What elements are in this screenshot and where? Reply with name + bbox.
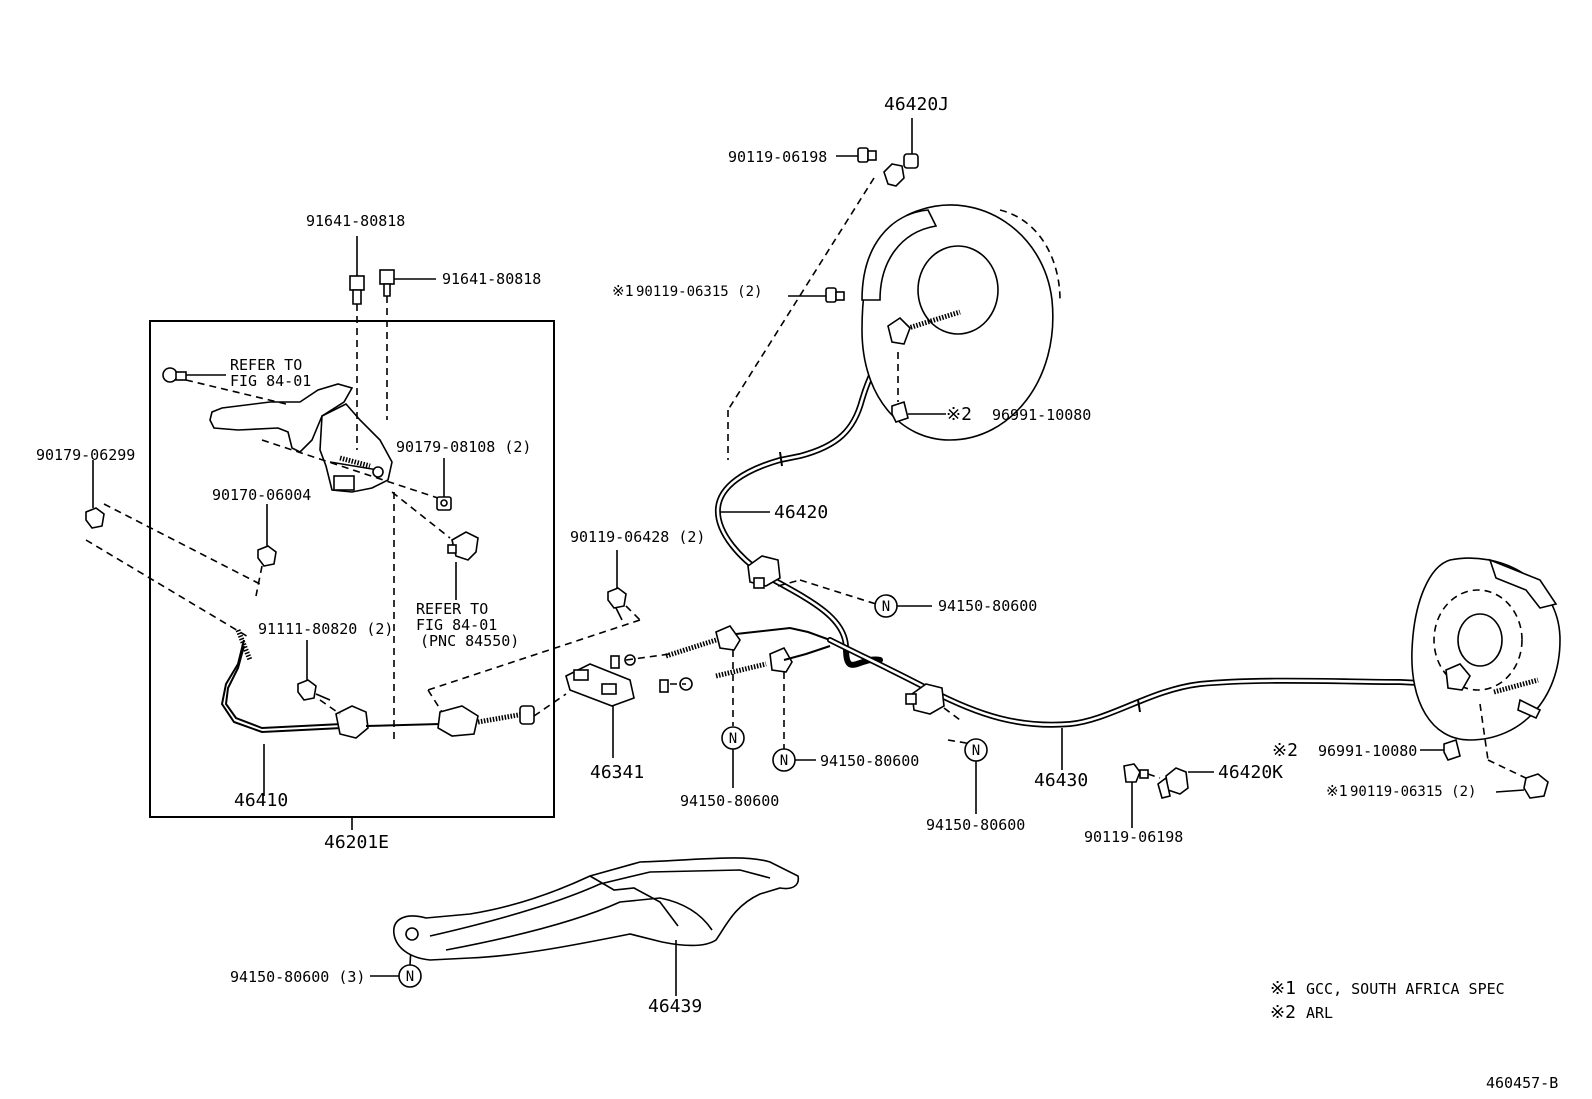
note1-marker-legend: ※1 (1270, 978, 1296, 999)
brake-backing-plate-upper (861, 204, 1061, 441)
bolt-90119-06198-bottom (1123, 763, 1149, 783)
bolt-91641-80818-a (349, 275, 365, 305)
clip-96991-10080-bottom (1443, 738, 1461, 761)
svg-text:N: N (882, 599, 890, 615)
label-46201e: 46201E (324, 832, 389, 853)
label-fig-84-01-1: FIG 84-01 (230, 372, 311, 390)
label-90119-06428: 90119-06428 (2) (570, 528, 705, 546)
brake-backing-plate-lower (1411, 557, 1561, 741)
label-94150-80600-b: 94150-80600 (680, 792, 779, 810)
note2-marker-bottom: ※2 (1272, 740, 1298, 761)
label-90119-06198-top: 90119-06198 (728, 148, 827, 166)
heat-shield-46439 (393, 857, 800, 961)
note2-marker-top: ※2 (946, 404, 972, 425)
assembly-46201e-frame (149, 320, 555, 818)
bracket-46420k (1157, 767, 1189, 799)
svg-text:N: N (729, 731, 737, 747)
label-91641-80818-b: 91641-80818 (442, 270, 541, 288)
label-46420: 46420 (774, 502, 828, 523)
bolt-90119-06428 (607, 587, 627, 621)
bolt-90170-06004 (257, 545, 277, 567)
label-91641-80818-a: 91641-80818 (306, 212, 405, 230)
label-90179-08108: 90179-08108 (2) (396, 438, 531, 456)
note2-marker-legend: ※2 (1270, 1002, 1296, 1023)
label-90119-06315-bottom: 90119-06315 (2) (1350, 784, 1476, 800)
bolt-90119-06315-bottom (1523, 773, 1549, 799)
bracket-46420-mid (747, 555, 781, 589)
label-91111-80820: 91111-80820 (2) (258, 620, 393, 638)
label-refer-to-2: REFER TO (416, 600, 488, 618)
rear-cable-46430 (827, 637, 1443, 728)
front-cable-46410 (220, 629, 535, 739)
label-46430: 46430 (1034, 770, 1088, 791)
label-94150-80600-3: 94150-80600 (3) (230, 968, 365, 986)
n-marker-94150-c: N (772, 748, 796, 772)
bolt-91641-80818-b (379, 269, 395, 297)
n-marker-94150-a: N (874, 594, 898, 618)
label-pnc-84550: (PNC 84550) (420, 632, 519, 650)
bolt-90119-06315-top (825, 287, 845, 303)
n-marker-94150-d: N (964, 738, 988, 762)
label-94150-80600-d: 94150-80600 (926, 816, 1025, 834)
note1-marker-bottom: ※1 (1326, 782, 1348, 800)
bracket-46420j (883, 153, 919, 187)
clip-96991-10080-top (891, 400, 909, 423)
n-marker-94150-3: N (398, 964, 422, 988)
label-90179-06299: 90179-06299 (36, 446, 135, 464)
svg-text:N: N (406, 969, 414, 985)
figure-id: 460457-B (1486, 1074, 1558, 1092)
cable-guide-46341 (565, 663, 635, 707)
label-90119-06315-top: 90119-06315 (2) (636, 284, 762, 300)
label-96991-10080-bottom: 96991-10080 (1318, 742, 1417, 760)
nut-90179-08108 (436, 496, 452, 511)
label-46341: 46341 (590, 762, 644, 783)
n-marker-94150-b: N (721, 726, 745, 750)
label-90119-06198-bottom: 90119-06198 (1084, 828, 1183, 846)
bracket-46430-mid (905, 683, 945, 715)
label-refer-to-1: REFER TO (230, 356, 302, 374)
label-46410: 46410 (234, 790, 288, 811)
label-fig-84-01-2: FIG 84-01 (416, 616, 497, 634)
label-46439: 46439 (648, 996, 702, 1017)
svg-text:N: N (972, 743, 980, 759)
bolt-91111-80820 (297, 679, 331, 701)
nut-90179-06299 (85, 507, 105, 529)
label-96991-10080-top: 96991-10080 (992, 406, 1091, 424)
switch-pnc-84550 (447, 531, 479, 561)
note1-text: GCC, SOUTH AFRICA SPEC (1306, 980, 1505, 998)
label-46420j: 46420J (884, 94, 949, 115)
screw-refer-fig-84-01 (162, 367, 187, 383)
equalizer-cable-ends (610, 625, 831, 693)
svg-text:N: N (780, 753, 788, 769)
label-46420k: 46420K (1218, 762, 1283, 783)
parking-brake-lever (209, 383, 393, 493)
label-90170-06004: 90170-06004 (212, 486, 311, 504)
note1-marker-top: ※1 (612, 282, 634, 300)
label-94150-80600-c: 94150-80600 (820, 752, 919, 770)
label-94150-80600-a: 94150-80600 (938, 597, 1037, 615)
bolt-90119-06198-top (857, 147, 877, 163)
note2-text: ARL (1306, 1004, 1333, 1022)
